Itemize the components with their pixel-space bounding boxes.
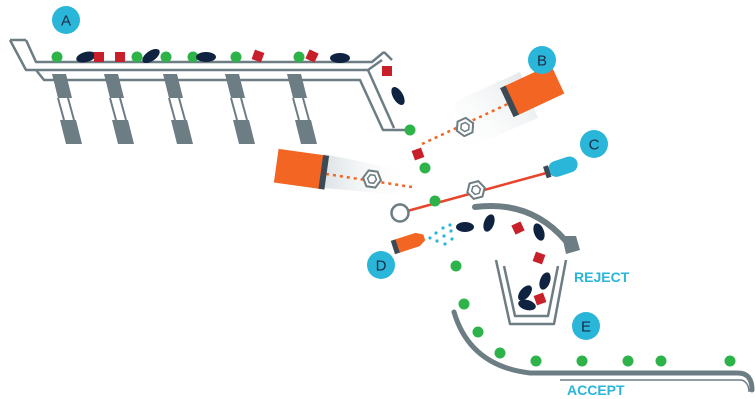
label-c: C [589, 137, 600, 154]
defect-product [532, 251, 546, 265]
label-badge-e [572, 312, 600, 340]
foreign-object [539, 272, 551, 290]
label-marker-a: A [52, 6, 80, 34]
label-a: A [61, 13, 71, 30]
camera-body [273, 148, 330, 190]
accept-conveyor [451, 309, 755, 393]
reject-deflector [472, 203, 580, 254]
laser-receiver [390, 203, 410, 223]
defect-product [115, 52, 125, 62]
good-product [404, 124, 416, 136]
feeder-leg [225, 74, 255, 144]
defect-product [251, 49, 265, 63]
good-product [187, 51, 199, 63]
air-ejector-d: D [367, 223, 454, 279]
feeder-supports [52, 74, 317, 144]
defect-product [411, 147, 425, 161]
reject-bin [494, 251, 568, 326]
foreign-object [533, 223, 545, 241]
defect-product [94, 52, 104, 62]
good-product [622, 355, 634, 367]
good-product [160, 51, 172, 63]
good-product [724, 355, 736, 367]
foreign-object [456, 222, 474, 232]
good-product [530, 355, 542, 367]
laser-emitter [543, 156, 578, 179]
label-badge-a [52, 6, 80, 34]
label-badge-d [367, 251, 395, 279]
foreign-object [483, 214, 495, 232]
lens-icon [466, 179, 486, 201]
feeder-products [51, 48, 416, 136]
accepted-products [450, 260, 736, 367]
foreign-object [518, 299, 536, 311]
label-e: E [581, 319, 591, 336]
feeder-leg [104, 74, 134, 144]
label-badge-b [528, 46, 556, 74]
good-product [51, 51, 63, 63]
foreign-object [518, 285, 532, 301]
feeder-leg [163, 74, 193, 144]
good-product [472, 326, 484, 338]
label-d: D [376, 258, 387, 275]
label-marker-e: E [572, 312, 600, 340]
laser-c: C [390, 130, 608, 223]
accept-label: ACCEPT [567, 382, 625, 398]
good-product [293, 51, 305, 63]
foreign-object [391, 86, 405, 106]
foreign-object [76, 51, 96, 63]
lens-icon [361, 169, 383, 189]
label-badge-c [580, 130, 608, 158]
good-product [230, 51, 242, 63]
feeder-conveyor [8, 38, 410, 132]
foreign-object [330, 53, 350, 63]
good-product [655, 355, 667, 367]
reject-label: REJECT [574, 269, 630, 285]
air-nozzle [390, 232, 426, 255]
lens-icon [455, 116, 475, 138]
defect-product [382, 66, 392, 76]
air-jet [428, 223, 454, 246]
defect-product [305, 49, 319, 63]
good-product [494, 347, 506, 359]
camera-body [500, 64, 565, 118]
feeder-leg [52, 74, 82, 144]
camera-left [273, 148, 413, 196]
feeder-leg [287, 74, 317, 144]
good-product [419, 162, 431, 174]
camera-b: B [421, 46, 565, 150]
defect-product [511, 221, 525, 235]
good-product [131, 51, 143, 63]
label-b: B [537, 53, 547, 70]
good-product [429, 195, 441, 207]
good-product [576, 355, 588, 367]
foreign-object [196, 52, 216, 62]
defect-product [533, 292, 547, 306]
good-product [450, 260, 462, 272]
foreign-object [142, 48, 160, 64]
good-product [458, 298, 470, 310]
